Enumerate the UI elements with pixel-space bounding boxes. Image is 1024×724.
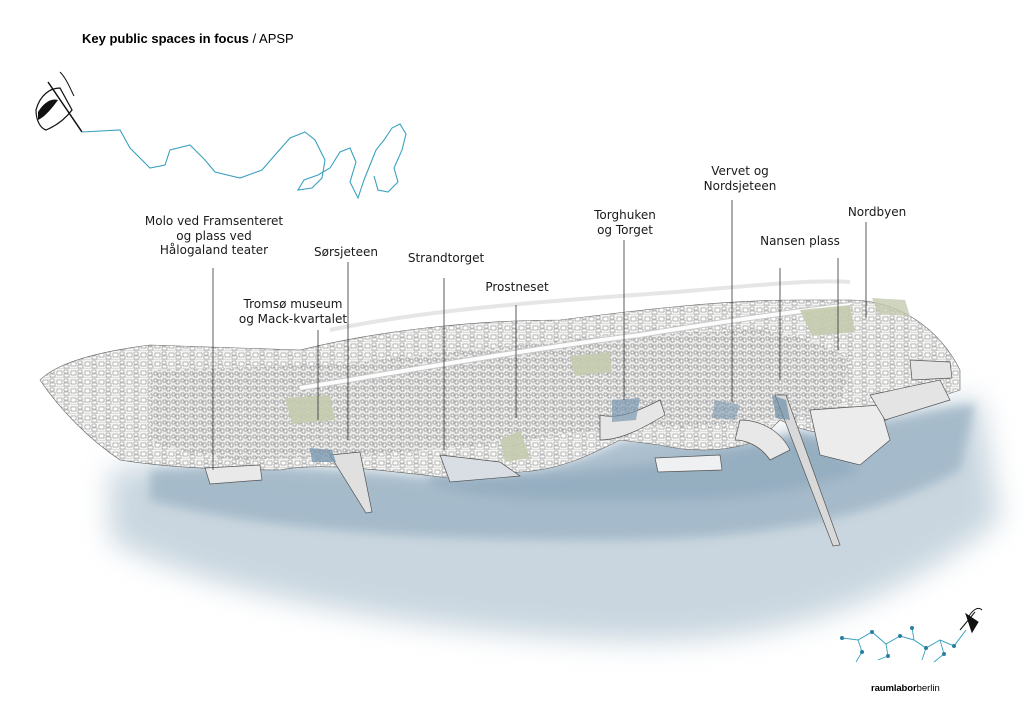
hand-drawing-pen-icon <box>35 71 83 133</box>
fjord-water <box>110 400 1000 642</box>
label-molo: Molo ved Framsenteret og plass ved Hålog… <box>144 214 284 257</box>
brand-logo: raumlaborberlin <box>871 683 940 694</box>
brand-bold: raumlabor <box>871 683 917 694</box>
page-title: Key public spaces in focus / APSP <box>82 31 294 46</box>
page-title-main: Key public spaces in focus <box>82 31 249 46</box>
label-sorsjeteen: Sørsjeteen <box>314 245 378 259</box>
page-title-suffix: / APSP <box>252 31 294 46</box>
label-nansen-plass: Nansen plass <box>760 234 840 248</box>
green-spaces <box>285 298 910 462</box>
leader-lines <box>212 200 867 470</box>
label-vervet: Vervet og Nordsjeteen <box>703 164 777 193</box>
harbour-basins <box>310 395 790 462</box>
label-nordbyen: Nordbyen <box>847 205 907 219</box>
brand-regular: berlin <box>916 683 940 694</box>
label-prostneset: Prostneset <box>485 280 549 294</box>
coastline-outline <box>81 123 407 200</box>
label-strandtorget: Strandtorget <box>407 251 485 265</box>
hand-drawing-network-icon <box>840 607 983 663</box>
label-tromso-museum: Tromsø museum og Mack-kvartalet <box>238 297 348 326</box>
label-torghuken: Torghuken og Torget <box>594 208 656 237</box>
city-land <box>39 279 961 479</box>
